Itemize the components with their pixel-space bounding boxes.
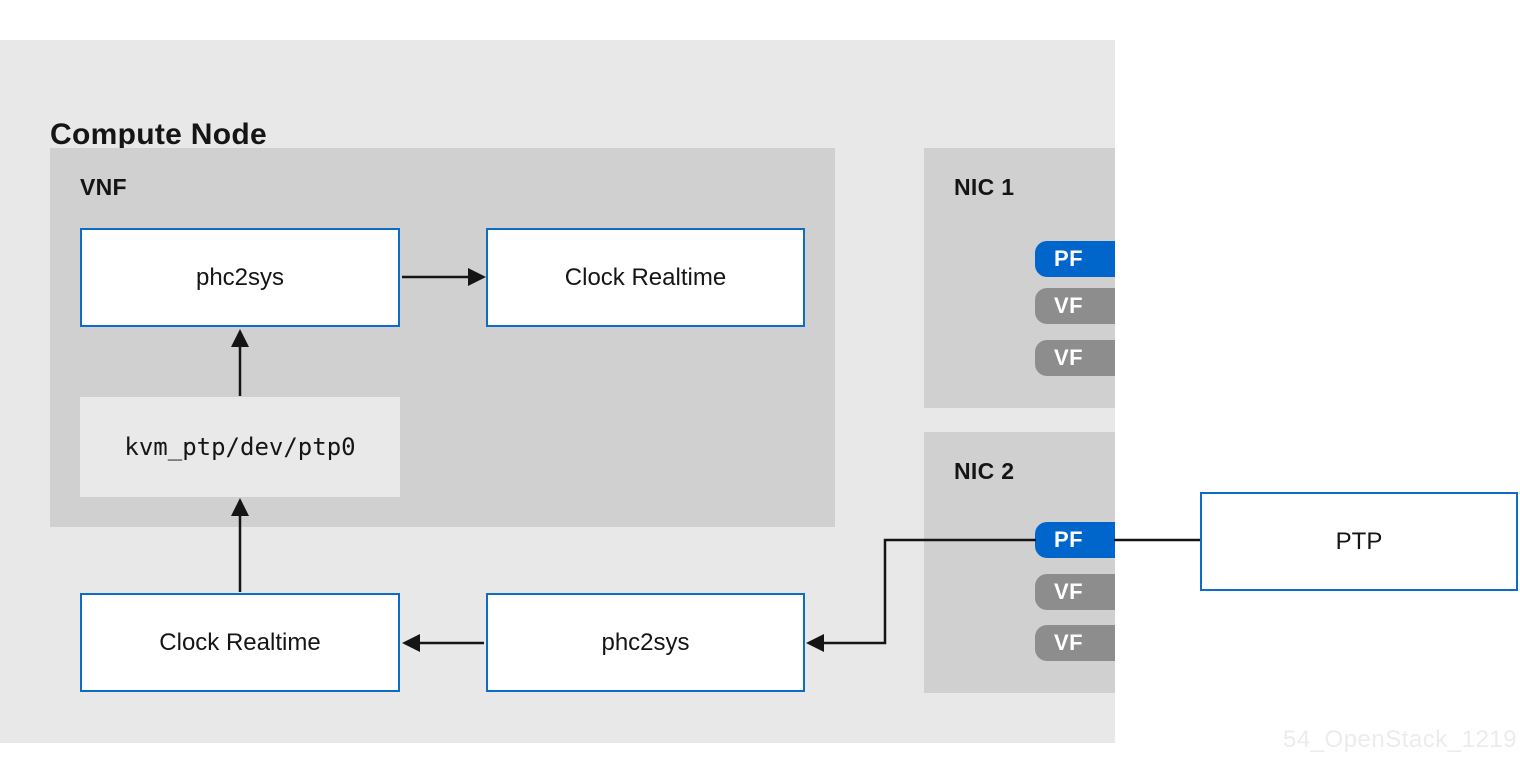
nic2-vf-badge: VF	[1035, 574, 1115, 610]
host-clock-realtime-box: Clock Realtime	[80, 593, 400, 692]
host-phc2sys-box: phc2sys	[486, 593, 805, 692]
vnf-phc2sys-box: phc2sys	[80, 228, 400, 327]
ptp-box: PTP	[1200, 492, 1518, 591]
vnf-clock-realtime-box: Clock Realtime	[486, 228, 805, 327]
nic2-vf-badge: VF	[1035, 625, 1115, 661]
vnf-label: VNF	[80, 174, 127, 200]
nic1-vf-badge: VF	[1035, 288, 1115, 324]
nic2-group: NIC 2 PF VF VF	[924, 432, 1115, 693]
nic1-group: NIC 1 PF VF VF	[924, 148, 1115, 408]
nic1-label: NIC 1	[954, 174, 1015, 200]
nic2-pf-badge: PF	[1035, 522, 1115, 558]
watermark-text: 54_OpenStack_1219	[1282, 726, 1517, 753]
nic2-label: NIC 2	[954, 458, 1015, 484]
nic1-pf-badge: PF	[1035, 241, 1115, 277]
kvm-ptp-box: kvm_ptp/dev/ptp0	[80, 397, 400, 497]
compute-node-title: Compute Node	[50, 118, 267, 151]
nic1-vf-badge: VF	[1035, 340, 1115, 376]
